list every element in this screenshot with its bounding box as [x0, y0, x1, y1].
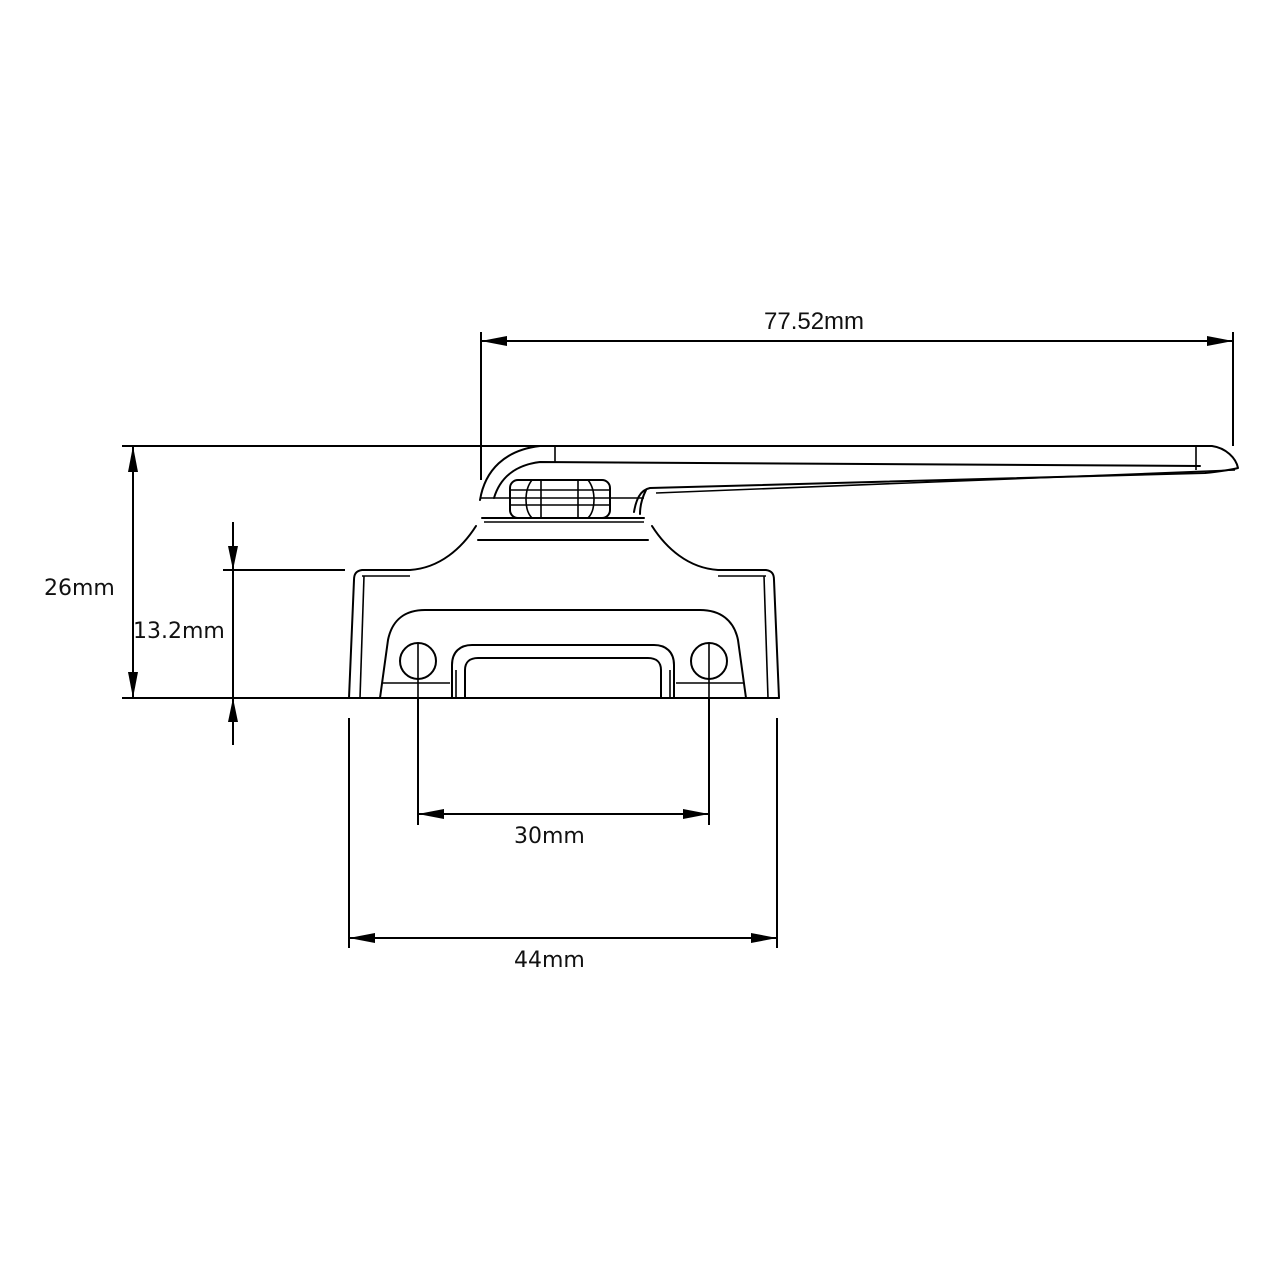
dimension-hole-spacing — [417, 698, 710, 825]
base-housing — [348, 525, 780, 699]
dimension-base-width — [348, 718, 778, 948]
label-hole-spacing: 30mm — [514, 824, 585, 849]
arrowhead-left-icon — [349, 933, 375, 943]
pivot-hub — [477, 479, 649, 541]
dimension-handle-length — [480, 332, 1234, 480]
arrowhead-left-icon — [481, 336, 507, 346]
label-overall-height: 26mm — [44, 576, 115, 601]
arrowhead-right-icon — [1207, 336, 1233, 346]
dimension-base-height — [223, 522, 345, 745]
arrowhead-down-icon — [128, 672, 138, 698]
arrowhead-left-icon — [418, 809, 444, 819]
arrowhead-right-icon — [683, 809, 709, 819]
label-base-height: 13.2mm — [133, 619, 225, 644]
arrowhead-right-icon — [751, 933, 777, 943]
label-handle-length: 77.52mm — [764, 308, 865, 335]
arrowhead-up-icon — [228, 698, 238, 722]
screw-hole-left — [399, 642, 437, 698]
dimension-overall-height — [122, 445, 540, 699]
screw-hole-right — [690, 642, 728, 698]
arrowhead-down-icon — [228, 546, 238, 570]
label-base-width: 44mm — [514, 948, 585, 973]
lever-arm — [479, 445, 1239, 515]
arrowhead-up-icon — [128, 446, 138, 472]
handle-part — [348, 445, 1239, 699]
